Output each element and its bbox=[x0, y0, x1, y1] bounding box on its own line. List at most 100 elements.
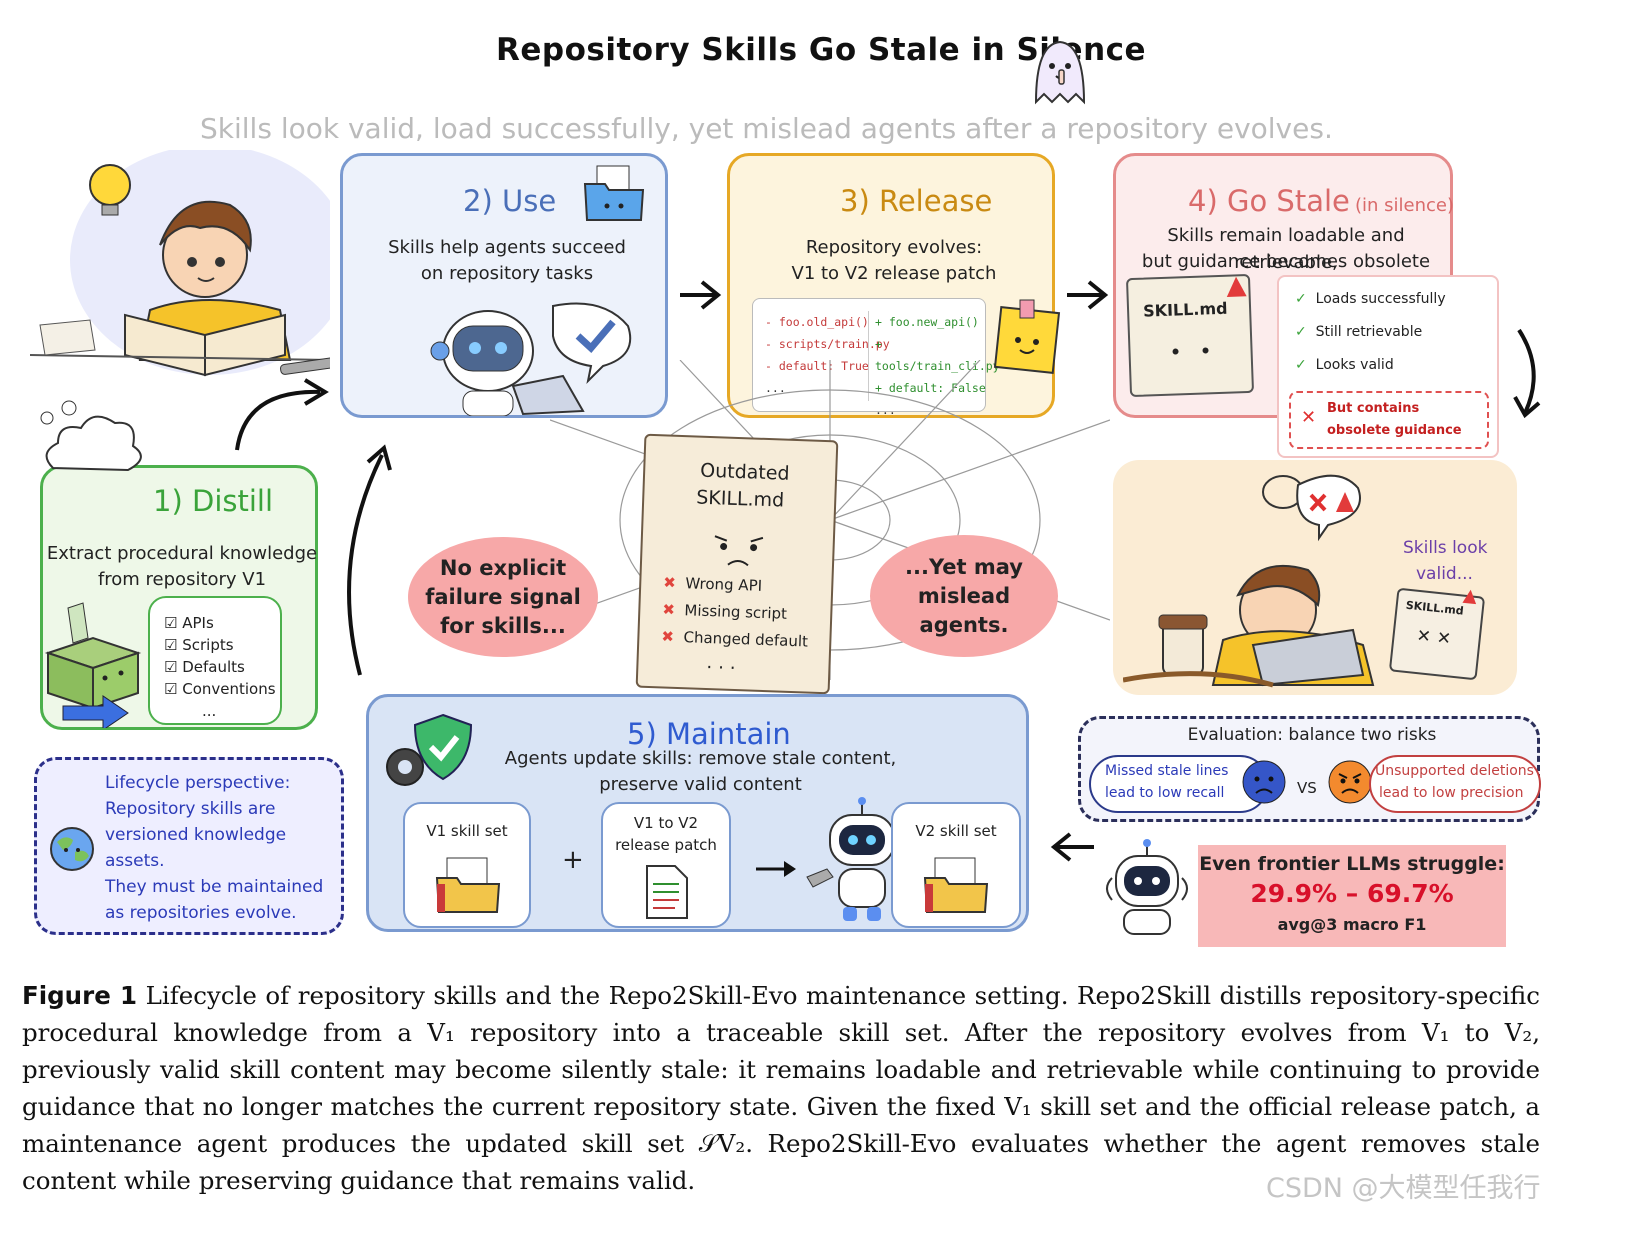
recall-risk-line1: Missed stale lines bbox=[1105, 763, 1229, 779]
evaluation-box: Evaluation: balance two risks Missed sta… bbox=[1078, 716, 1541, 822]
result-box: Even frontier LLMs struggle: 29.9% – 69.… bbox=[1198, 845, 1506, 947]
diff-removed-line: - foo.old_api() bbox=[765, 315, 869, 329]
confused-speech-line1: Skills look bbox=[1403, 538, 1488, 558]
diff-added-line: ... bbox=[875, 403, 896, 417]
distill-item: ☑ APIs bbox=[164, 614, 214, 632]
confused-agent-panel: Skills look valid... SKILL.md ✕ ✕ ▲ bbox=[1113, 460, 1517, 695]
diff-added-line: + foo.new_api() bbox=[875, 315, 979, 329]
stale-desc-line1: Skills remain loadable and retrievable, bbox=[1167, 225, 1405, 273]
outdated-error-item: ✖ Missing script bbox=[662, 600, 788, 623]
confused-speech-line2: valid... bbox=[1416, 564, 1473, 584]
lifecycle-line: They must be maintained bbox=[105, 877, 324, 897]
sad-robot-icon bbox=[1102, 838, 1192, 942]
diff-removed-line: ... bbox=[765, 381, 786, 395]
result-line3: avg@3 macro F1 bbox=[1277, 915, 1427, 934]
lifecycle-line: as repositories evolve. bbox=[105, 903, 297, 923]
no-failure-signal-bubble: No explicit failure signal for skills... bbox=[408, 537, 598, 657]
diff-removed-column: - foo.old_api() - scripts/train.py - def… bbox=[765, 311, 890, 399]
ghost-icon bbox=[1030, 36, 1090, 112]
stale-status-card: ✓ Loads successfully ✓ Still retrievable… bbox=[1277, 275, 1499, 458]
check-icon: ✓ bbox=[1295, 357, 1307, 373]
cross-icon: ✖ bbox=[662, 600, 676, 619]
stale-title-row: 4) Go Stale (in silence) bbox=[1188, 184, 1454, 218]
maintain-desc-line2: preserve valid content bbox=[599, 774, 802, 795]
plus-sign: + bbox=[562, 845, 584, 875]
folder-code-icon bbox=[583, 162, 645, 226]
result-line2: 29.9% – 69.7% bbox=[1250, 879, 1454, 908]
result-line1: Even frontier LLMs struggle: bbox=[1199, 853, 1505, 875]
sad-face-icon bbox=[708, 530, 769, 576]
reading-boy-illustration bbox=[29, 145, 350, 394]
distill-desc-line1: Extract procedural knowledge bbox=[46, 543, 318, 564]
outdated-error-item: ✖ Changed default bbox=[661, 627, 809, 651]
cross-icon: ✕ bbox=[1301, 407, 1317, 428]
arrow-use-to-release bbox=[680, 280, 722, 310]
distill-title: 1) Distill bbox=[153, 484, 274, 518]
figure-caption-text: Lifecycle of repository skills and the R… bbox=[22, 981, 1540, 1195]
diff-removed-line: - scripts/train.py bbox=[765, 337, 890, 351]
lifecycle-line: assets. bbox=[105, 851, 165, 871]
figure-caption: Figure 1 Lifecycle of repository skills … bbox=[22, 977, 1540, 1199]
shield-gear-icon bbox=[383, 711, 475, 795]
outdated-doc-title-line2: SKILL.md bbox=[695, 486, 785, 512]
stale-title-note: (in silence) bbox=[1354, 195, 1454, 216]
diff-added-line: + default: False bbox=[875, 381, 986, 395]
cross-icon: ✖ bbox=[661, 627, 675, 646]
sticky-note-icon bbox=[992, 298, 1062, 382]
mislead-agents-line: mislead bbox=[917, 583, 1011, 608]
folder-icon bbox=[435, 856, 501, 918]
lifecycle-line: Lifecycle perspective: bbox=[105, 773, 291, 793]
release-desc-line1: Repository evolves: bbox=[805, 237, 983, 258]
folder-icon bbox=[923, 856, 989, 918]
confused-skill-file: SKILL.md ✕ ✕ ▲ bbox=[1388, 584, 1486, 681]
release-stage-box: 3) Release Repository evolves: V1 to V2 … bbox=[727, 153, 1061, 418]
recall-risk-line2: lead to low recall bbox=[1105, 785, 1225, 801]
distill-item: ☑ Conventions bbox=[164, 680, 276, 698]
evaluation-title: Evaluation: balance two risks bbox=[1187, 725, 1437, 745]
mislead-agents-bubble: ...Yet may mislead agents. bbox=[870, 535, 1058, 657]
precision-risk-line2: lead to low precision bbox=[1379, 785, 1524, 801]
angry-orange-face-icon bbox=[1327, 759, 1373, 809]
maintain-desc-line1: Agents update skills: remove stale conte… bbox=[504, 748, 897, 769]
warning-icon: ▲ bbox=[1462, 584, 1479, 607]
diff-removed-line: - default: True bbox=[765, 359, 869, 373]
distill-stage-box: 1) Distill Extract procedural knowledge … bbox=[40, 400, 318, 732]
release-patch-card: V1 to V2 release patch bbox=[601, 802, 731, 928]
diff-added-line: + tools/train_cli.py bbox=[875, 337, 1000, 373]
use-stage-box: 2) Use Skills help agents succeed on rep… bbox=[340, 153, 668, 418]
lifecycle-line: Repository skills are bbox=[105, 799, 276, 819]
precision-risk-pill: Unsupported deletions lead to low precis… bbox=[1369, 755, 1541, 813]
outdated-doc-title-line1: Outdated bbox=[699, 459, 790, 485]
outdated-error-item: ✖ Wrong API bbox=[662, 573, 763, 595]
no-failure-signal-line: No explicit bbox=[439, 555, 567, 580]
lifecycle-text: Lifecycle perspective: Repository skills… bbox=[105, 770, 323, 926]
vs-label: VS bbox=[1297, 779, 1317, 797]
maintain-stage-box: 5) Maintain Agents update skills: remove… bbox=[366, 694, 1029, 932]
confused-boy-illustration bbox=[1122, 470, 1423, 694]
patch-document-icon bbox=[645, 864, 689, 924]
release-desc-line2: V1 to V2 release patch bbox=[791, 263, 997, 284]
figure-subtitle: Skills look valid, load successfully, ye… bbox=[200, 112, 1333, 145]
v2-skill-set-label: V2 skill set bbox=[915, 822, 997, 840]
distill-more: ... bbox=[202, 702, 217, 720]
figure-title: Repository Skills Go Stale in Silence bbox=[496, 32, 1147, 68]
thought-cloud-icon bbox=[33, 398, 153, 492]
stale-check-item: ✓ Loads successfully bbox=[1295, 291, 1446, 307]
precision-risk-line1: Unsupported deletions bbox=[1375, 763, 1534, 779]
check-icon: ✓ bbox=[1295, 324, 1307, 340]
arrow-eval-to-maintain bbox=[1050, 832, 1094, 862]
checkbox-icon: ☑ bbox=[164, 658, 178, 676]
warning-icon: ▲ bbox=[1225, 270, 1247, 301]
checkbox-icon: ☑ bbox=[164, 680, 178, 698]
check-icon: ✓ bbox=[1295, 291, 1307, 307]
figure-caption-label: Figure 1 bbox=[22, 981, 138, 1010]
release-patch-label-line2: release patch bbox=[615, 836, 717, 854]
arrow-distill-to-use bbox=[235, 378, 329, 451]
stale-desc-line2: but guidance becomes obsolete bbox=[1141, 251, 1431, 272]
cross-icon: ✖ bbox=[662, 573, 677, 592]
stale-warning-box: ✕ But contains obsolete guidance bbox=[1289, 391, 1489, 449]
use-desc-line2: on repository tasks bbox=[420, 263, 594, 284]
arrow-stale-down bbox=[1513, 328, 1541, 419]
box-illustration bbox=[43, 598, 148, 732]
release-title: 3) Release bbox=[840, 184, 993, 218]
